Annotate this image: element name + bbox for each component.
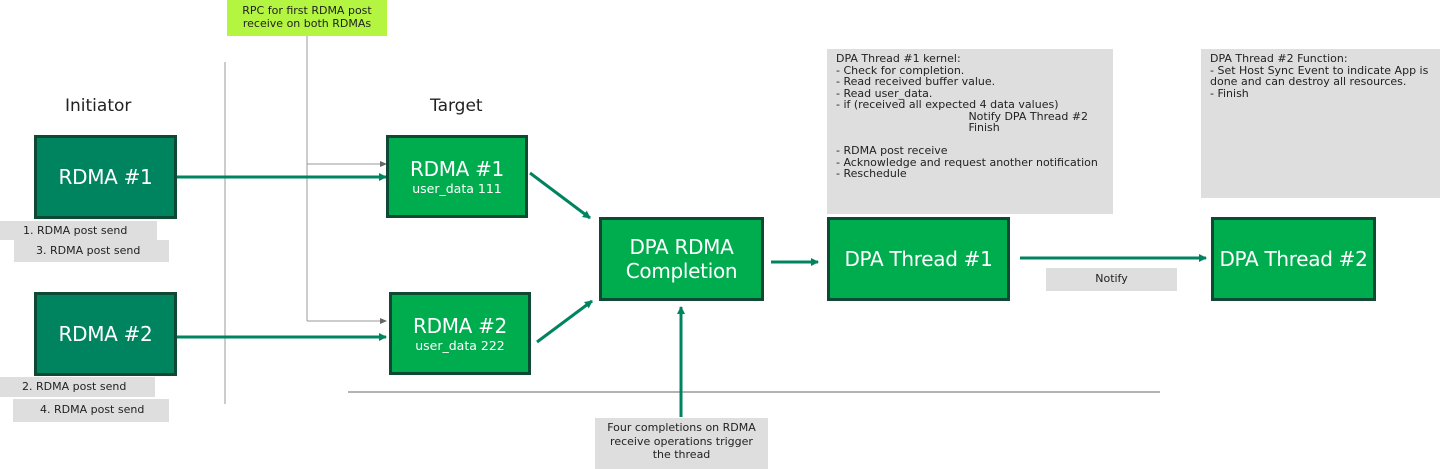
notify-label: Notify — [1046, 268, 1177, 291]
completion-label-line: Completion — [625, 259, 738, 283]
completion-label-line: DPA RDMA — [629, 235, 734, 259]
kernel-line: Notify DPA Thread #2 — [909, 109, 1089, 123]
kernel-line: - Acknowledge and request another notifi… — [836, 155, 1098, 169]
step-text: 1. RDMA post send — [23, 224, 128, 237]
target-rdma2-box[interactable]: RDMA #2 user_data 222 — [389, 292, 531, 375]
trigger-note-line: the thread — [652, 448, 711, 461]
thread2-box[interactable]: DPA Thread #2 — [1211, 217, 1376, 301]
rpc-note-line: RPC for first RDMA post — [242, 4, 372, 17]
kernel-line: - if (received all expected 4 data value… — [836, 98, 1059, 111]
trigger-note-line: receive operations trigger — [610, 434, 753, 448]
kernel-line: - Reschedule — [836, 167, 907, 180]
target-rdma1-user-data: user_data 111 — [412, 180, 502, 196]
step-note: 2. RDMA post send — [0, 377, 155, 397]
rpc-note-line: receive on both RDMAs — [242, 17, 372, 30]
rpc-note: RPC for first RDMA post receive on both … — [227, 0, 387, 36]
step-text: 2. RDMA post send — [22, 380, 127, 393]
kernel-line: - Check for completion. — [836, 63, 965, 77]
function-line: DPA Thread #2 Function: — [1210, 52, 1348, 65]
step-note: 3. RDMA post send — [14, 240, 169, 262]
function-line: done and can destroy all resources. — [1210, 75, 1407, 88]
trigger-note-line: Four completions on RDMA — [607, 421, 756, 434]
thread1-box[interactable]: DPA Thread #1 — [827, 217, 1010, 301]
step-text: 3. RDMA post send — [36, 244, 141, 257]
kernel-line: - Read user_data. — [836, 86, 933, 100]
arrow-rdma1-completion — [529, 171, 591, 220]
thread2-function-note: DPA Thread #2 Function: - Set Host Sync … — [1201, 49, 1440, 198]
thread1-label: DPA Thread #1 — [844, 247, 993, 271]
target-rdma1-box[interactable]: RDMA #1 user_data 111 — [386, 135, 528, 218]
kernel-line: - RDMA post receive — [836, 144, 948, 157]
initiator-rdma2-label: RDMA #2 — [58, 322, 153, 346]
step-note: 4. RDMA post send — [13, 399, 169, 422]
kernel-line: - Read received buffer value. — [836, 75, 996, 88]
initiator-rdma2-box[interactable]: RDMA #2 — [34, 292, 177, 376]
target-label: Target — [430, 96, 483, 116]
kernel-line: Finish — [909, 121, 1000, 134]
step-note: 1. RDMA post send — [0, 221, 157, 240]
kernel-line: DPA Thread #1 kernel: — [836, 52, 961, 65]
arrow-rdma2-completion — [536, 299, 593, 344]
trigger-note: Four completions on RDMA receive operati… — [595, 418, 768, 469]
function-line: - Set Host Sync Event to indicate App is — [1210, 63, 1429, 77]
initiator-label: Initiator — [65, 96, 132, 116]
initiator-rdma1-label: RDMA #1 — [58, 165, 153, 189]
target-rdma2-label: RDMA #2 — [413, 313, 507, 338]
target-rdma1-label: RDMA #1 — [410, 156, 504, 181]
step-text: 4. RDMA post send — [40, 403, 145, 416]
initiator-rdma1-box[interactable]: RDMA #1 — [34, 135, 177, 219]
notify-text: Notify — [1095, 272, 1128, 285]
target-rdma2-user-data: user_data 222 — [415, 337, 505, 353]
completion-box[interactable]: DPA RDMA Completion — [599, 217, 764, 301]
thread1-kernel-note: DPA Thread #1 kernel: - Check for comple… — [827, 49, 1113, 214]
function-line: - Finish — [1210, 86, 1249, 100]
thread2-label: DPA Thread #2 — [1219, 247, 1368, 271]
